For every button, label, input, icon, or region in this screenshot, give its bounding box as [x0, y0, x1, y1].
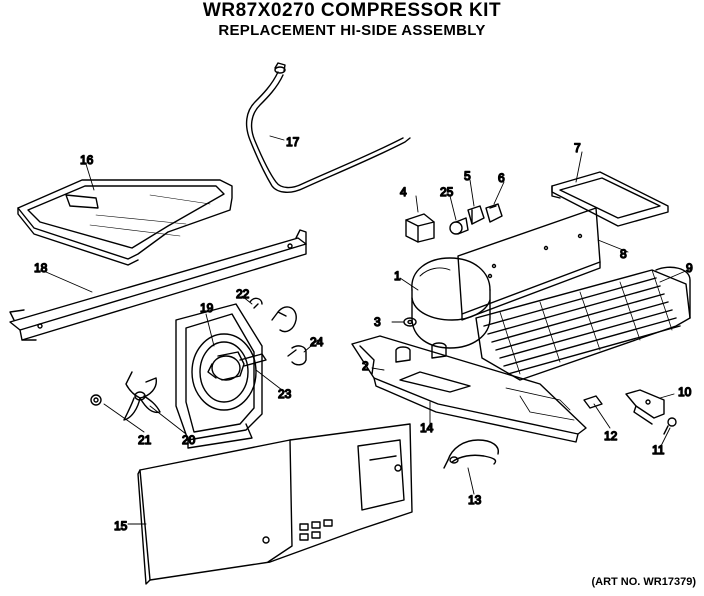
callout-12: 12 — [604, 429, 618, 443]
part-11-screw — [663, 417, 677, 435]
callout-14: 14 — [420, 421, 434, 435]
callout-13: 13 — [468, 493, 482, 507]
part-4-relay — [405, 213, 435, 243]
callout-11: 11 — [652, 443, 665, 457]
part-21-nut — [90, 394, 102, 406]
callout-5: 5 — [464, 169, 471, 183]
callout-3: 3 — [374, 315, 381, 329]
callout-9: 9 — [686, 261, 693, 275]
part-13-clamp — [443, 439, 499, 469]
part-3-grommet — [403, 317, 417, 327]
callout-8: 8 — [620, 247, 627, 261]
callout-22: 22 — [236, 287, 250, 301]
callout-1: 1 — [394, 269, 401, 283]
part-23-fan-shroud — [175, 303, 263, 449]
callout-20: 20 — [182, 433, 196, 447]
part-16-drain-pan — [17, 179, 233, 266]
diagram-title: WR87X0270 COMPRESSOR KIT — [202, 0, 502, 21]
part-1-compressor — [411, 257, 491, 349]
part-20-fan-blade — [123, 371, 161, 421]
callout-4: 4 — [400, 185, 407, 199]
leader-lines — [45, 135, 689, 525]
callout-2: 2 — [362, 359, 369, 373]
part-8-panel — [457, 207, 601, 321]
part-14-base-pan — [351, 335, 587, 443]
part-6-cap — [485, 203, 503, 223]
callout-25: 25 — [440, 185, 454, 199]
callout-6: 6 — [498, 171, 505, 185]
part-12-clip — [583, 395, 603, 409]
callout-7: 7 — [574, 141, 581, 155]
callout-10: 10 — [678, 385, 692, 399]
callout-19: 19 — [200, 301, 214, 315]
part-9-condenser — [475, 266, 691, 381]
part-bracket — [271, 306, 297, 333]
part-17-tube — [245, 62, 411, 193]
part-19-fan-motor — [207, 351, 267, 381]
part-10-bracket — [625, 389, 665, 425]
part-18-rail — [9, 229, 307, 341]
part-25-overload — [449, 217, 469, 235]
callout-18: 18 — [34, 261, 48, 275]
callout-24: 24 — [310, 335, 324, 349]
callout-23: 23 — [278, 387, 292, 401]
part-7-bracket — [551, 171, 669, 227]
callout-17: 17 — [286, 135, 300, 149]
diagram-subtitle: REPLACEMENT HI-SIDE ASSEMBLY — [218, 22, 486, 39]
art-number: (ART NO. WR17379) — [591, 576, 696, 588]
part-5-cover — [467, 205, 485, 225]
part-22-clip — [249, 297, 263, 309]
callout-21: 21 — [138, 433, 152, 447]
part-15-back-panel — [137, 423, 413, 585]
part-24-clamp — [287, 345, 307, 366]
callout-16: 16 — [80, 153, 94, 167]
callout-15: 15 — [114, 519, 128, 533]
